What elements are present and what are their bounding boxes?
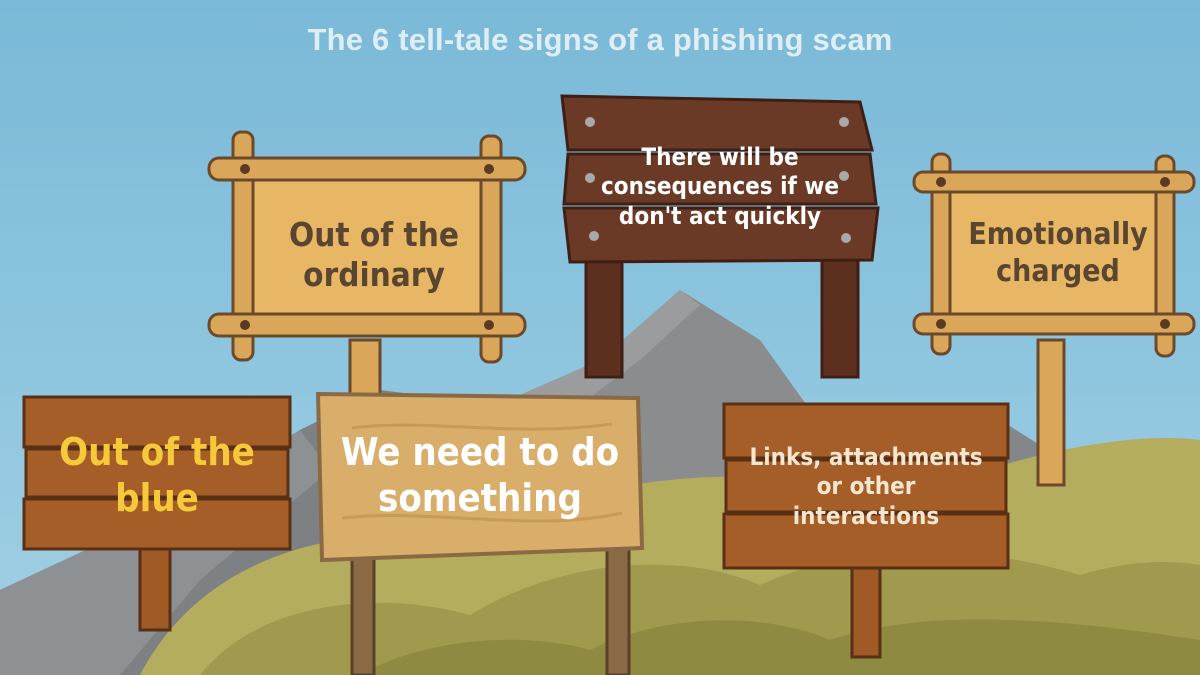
sign-line: blue <box>115 476 199 520</box>
sign-line: ordinary <box>303 255 445 294</box>
sign-consequences: There will be consequences if we don't a… <box>560 92 880 382</box>
sign-line: don't act quickly <box>618 201 822 230</box>
sign-line: interactions <box>792 501 940 530</box>
sign-text: Emotionally charged <box>952 192 1164 316</box>
sign-text: Out of the blue <box>28 403 286 547</box>
sign-emotionally-charged: Emotionally charged <box>910 150 1200 490</box>
sign-line: Out of the <box>288 214 459 254</box>
sign-line: Out of the <box>59 429 255 474</box>
sign-line: Emotionally <box>968 217 1148 253</box>
sign-line: There will be <box>641 143 799 172</box>
sign-text: We need to do something <box>324 398 636 552</box>
sign-we-need-to-do-something: We need to do something <box>312 388 647 675</box>
sign-out-of-the-ordinary: Out of the ordinary <box>205 130 535 402</box>
sign-line: We need to do <box>340 429 620 474</box>
sign-line: something <box>378 476 582 520</box>
sign-text: Out of the ordinary <box>255 182 493 328</box>
sign-line: consequences if we <box>600 172 840 201</box>
hill-near <box>360 619 1200 675</box>
sign-line: Links, attachments <box>749 443 983 472</box>
sign-text: Links, attachments or other interactions <box>730 412 1002 562</box>
sign-line: or other <box>816 472 916 501</box>
page-title: The 6 tell-tale signs of a phishing scam <box>307 22 893 57</box>
sign-links-attachments: Links, attachments or other interactions <box>722 402 1012 660</box>
sign-text: There will be consequences if we don't a… <box>590 120 850 254</box>
sign-line: charged <box>996 254 1120 289</box>
sign-out-of-the-blue: Out of the blue <box>22 395 292 635</box>
